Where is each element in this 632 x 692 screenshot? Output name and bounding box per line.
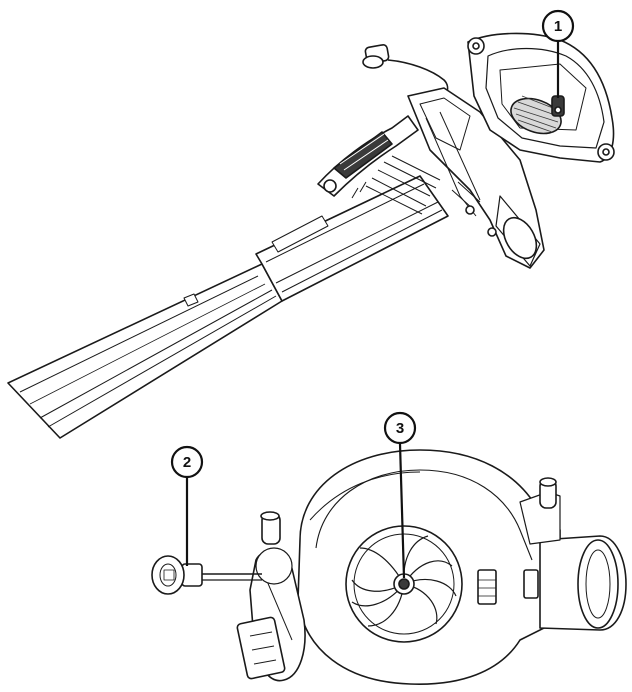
fan-housing-open-view (151, 449, 627, 685)
callout-1-label: 1 (554, 18, 562, 35)
intake-latch (551, 95, 565, 117)
callout-3-label: 3 (396, 420, 404, 437)
blower-tube-lower (7, 263, 283, 439)
intake-grille (510, 95, 562, 135)
power-cable (362, 44, 449, 105)
outlet-nozzle (519, 477, 627, 631)
cord-plug (151, 555, 262, 595)
blower-assembled-view (7, 32, 615, 439)
callout-2: 2 (170, 445, 204, 566)
callout-2-label: 2 (183, 454, 191, 471)
handle (317, 115, 419, 197)
intake-housing (467, 32, 615, 163)
blower-tube-upper (255, 175, 449, 302)
motor-housing (407, 87, 545, 269)
intake-cover-open (236, 511, 306, 682)
callout-1: 1 (541, 9, 575, 98)
tube-coupling (351, 155, 441, 215)
housing-clip (477, 569, 539, 605)
callout-3: 3 (383, 411, 417, 579)
